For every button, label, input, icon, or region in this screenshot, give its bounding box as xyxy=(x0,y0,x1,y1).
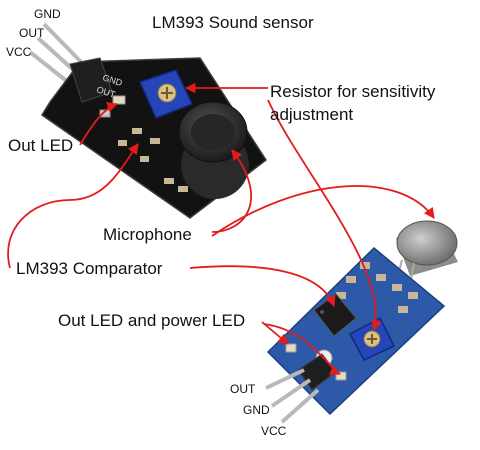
label-microphone: Microphone xyxy=(103,225,192,244)
module1-microphone xyxy=(178,101,249,199)
module2-header-pins xyxy=(265,368,320,424)
module2-microphone xyxy=(395,220,458,287)
arrow-out-led-module2 xyxy=(261,321,289,345)
sensor-module-blue xyxy=(265,220,458,424)
module1-pin-out: OUT xyxy=(19,26,45,40)
module1-led xyxy=(112,95,126,105)
sensor-module-black: GND OUT xyxy=(28,22,268,219)
module2-pin-vcc: VCC xyxy=(261,424,287,438)
module2-out-led xyxy=(285,343,297,353)
label-lm393-comparator: LM393 Comparator xyxy=(16,259,163,278)
arrow-resistor-module2 xyxy=(267,99,382,332)
arrow-out-led xyxy=(79,101,119,146)
diagram-title: LM393 Sound sensor xyxy=(152,13,314,32)
annotation-lines xyxy=(7,82,435,376)
arrow-microphone-module1 xyxy=(211,149,252,233)
arrow-comparator-module2 xyxy=(189,265,336,308)
arrow-power-led-module2 xyxy=(263,323,342,376)
module1-pin-vcc: VCC xyxy=(6,45,32,59)
module1-potentiometer xyxy=(138,69,194,119)
label-resistor: Resistor for sensitivity adjustment xyxy=(270,82,436,124)
module1-connector xyxy=(69,57,113,103)
module2-pin-out: OUT xyxy=(230,382,256,396)
label-out-led-power-led: Out LED and power LED xyxy=(58,311,246,330)
arrow-microphone-module2 xyxy=(211,185,435,237)
module2-pin-gnd: GND xyxy=(243,403,270,417)
module1-pin-gnd: GND xyxy=(34,7,61,21)
label-out-led: Out LED xyxy=(8,136,74,155)
arrow-comparator-module1 xyxy=(7,143,139,269)
